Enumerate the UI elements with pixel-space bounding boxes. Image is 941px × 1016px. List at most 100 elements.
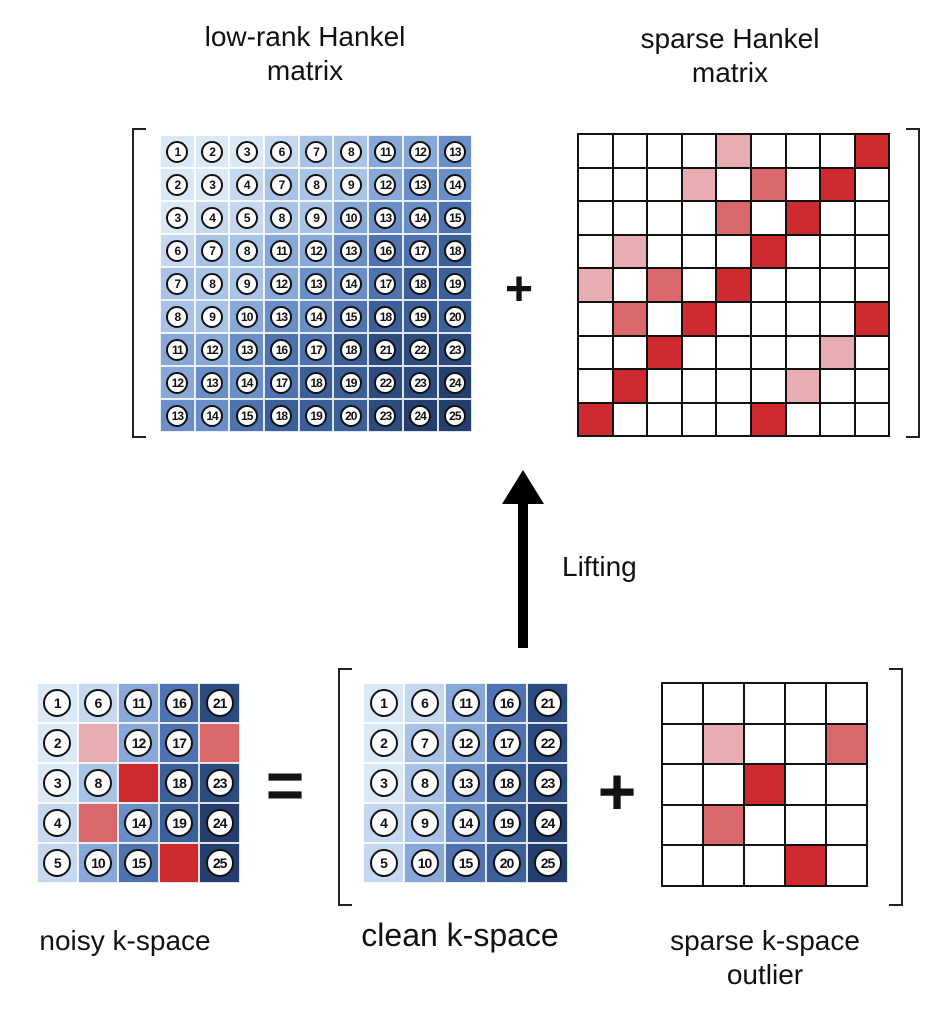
sparse-nonzero-cell xyxy=(578,268,613,302)
matrix-cell: 14 xyxy=(333,267,369,300)
matrix-cell: 21 xyxy=(368,333,403,366)
sparse-zero-cell xyxy=(578,369,613,403)
matrix-cell: 23 xyxy=(437,333,473,366)
matrix-cell: 2 xyxy=(363,723,404,763)
sparse-nonzero-cell xyxy=(716,201,751,235)
sample-index: 3 xyxy=(235,140,258,163)
matrix-cell: 10 xyxy=(333,201,369,234)
matrix-cell: 14 xyxy=(229,366,265,399)
matrix-cell: 23 xyxy=(199,763,240,803)
sparse-zero-cell xyxy=(854,201,890,235)
matrix-cell: 18 xyxy=(158,763,200,803)
matrix-cell: 23 xyxy=(527,763,568,803)
sample-index: 17 xyxy=(305,338,328,361)
matrix-cell: 3 xyxy=(37,763,78,803)
sample-index: 15 xyxy=(443,206,466,229)
sparse-nonzero-cell xyxy=(612,301,648,336)
sparse-nonzero-cell xyxy=(744,764,785,805)
sample-index: 23 xyxy=(409,371,432,394)
matrix-cell: 13 xyxy=(445,763,486,803)
matrix-cell: 24 xyxy=(527,803,568,843)
sparse-zero-cell xyxy=(744,845,785,886)
sparse-zero-cell xyxy=(681,369,717,403)
sparse-zero-cell xyxy=(716,167,751,202)
sample-index: 17 xyxy=(270,371,293,394)
matrix-cell: 12 xyxy=(118,723,159,763)
sparse-zero-cell xyxy=(647,201,682,235)
sample-index: 16 xyxy=(270,338,293,361)
sample-index: 8 xyxy=(235,239,258,262)
matrix-cell: 4 xyxy=(229,168,265,201)
sparse-zero-cell xyxy=(854,167,890,202)
sample-index: 11 xyxy=(374,140,397,163)
matrix-cell: 14 xyxy=(194,399,230,432)
matrix-cell: 5 xyxy=(363,843,404,883)
sparse-zero-cell xyxy=(750,201,786,235)
hankel-left-bracket xyxy=(132,128,146,438)
sparse-zero-cell xyxy=(703,683,744,724)
sparse-zero-cell xyxy=(854,369,890,403)
sample-index: 17 xyxy=(409,239,432,262)
matrix-cell: 3 xyxy=(194,168,230,201)
sparse-zero-cell xyxy=(612,335,648,370)
matrix-cell: 10 xyxy=(404,843,445,883)
sample-index: 2 xyxy=(201,140,224,163)
outlier-cell xyxy=(77,723,119,763)
matrix-cell: 12 xyxy=(264,267,299,300)
sample-index: 1 xyxy=(166,140,189,163)
sample-index: 24 xyxy=(205,809,234,837)
sparse-kspace-outlier-label: sparse k-space outlier xyxy=(670,925,860,990)
sample-index: 23 xyxy=(205,769,234,797)
plus-operator-top: + xyxy=(504,263,534,316)
sample-index: 23 xyxy=(533,769,562,797)
sample-index: 21 xyxy=(205,689,234,717)
matrix-cell: 12 xyxy=(402,135,438,168)
matrix-cell: 15 xyxy=(229,399,265,432)
matrix-cell: 8 xyxy=(404,763,445,803)
sparse-hankel-label: sparse Hankel matrix xyxy=(640,23,820,88)
matrix-cell: 12 xyxy=(194,333,230,366)
sample-index: 4 xyxy=(235,173,258,196)
sparse-nonzero-cell xyxy=(681,301,717,336)
sparse-zero-cell xyxy=(820,402,855,437)
sparse-zero-cell xyxy=(647,234,682,269)
matrix-cell: 18 xyxy=(298,366,334,399)
sparse-zero-cell xyxy=(785,804,826,845)
sample-index: 1 xyxy=(43,689,72,717)
matrix-cell: 14 xyxy=(437,168,473,201)
sample-index: 21 xyxy=(533,689,562,717)
sample-index: 12 xyxy=(374,173,397,196)
matrix-cell: 6 xyxy=(264,135,299,168)
matrix-cell: 13 xyxy=(402,168,438,201)
matrix-cell: 22 xyxy=(368,366,403,399)
matrix-cell: 6 xyxy=(77,683,119,723)
matrix-cell: 12 xyxy=(298,234,334,267)
sample-index: 12 xyxy=(124,729,153,757)
sample-index: 9 xyxy=(235,272,258,295)
matrix-cell: 4 xyxy=(37,803,78,843)
sparse-zero-cell xyxy=(647,402,682,437)
matrix-cell: 9 xyxy=(333,168,369,201)
sparse-zero-cell xyxy=(750,301,786,336)
sparse-zero-cell xyxy=(854,402,890,437)
matrix-cell: 18 xyxy=(333,333,369,366)
sample-index: 13 xyxy=(443,140,466,163)
matrix-cell: 23 xyxy=(368,399,403,432)
sparse-zero-cell xyxy=(826,764,867,805)
sparse-zero-cell xyxy=(785,268,821,302)
matrix-cell: 14 xyxy=(298,300,334,333)
sample-index: 17 xyxy=(165,729,194,757)
matrix-cell: 13 xyxy=(437,135,473,168)
sample-index: 22 xyxy=(409,338,432,361)
sparse-zero-cell xyxy=(750,369,786,403)
low-rank-hankel-label: low-rank Hankel matrix xyxy=(204,21,406,86)
sample-index: 18 xyxy=(374,305,397,328)
sample-index: 8 xyxy=(201,272,224,295)
matrix-cell: 25 xyxy=(527,843,568,883)
sparse-hankel-matrix xyxy=(577,133,891,438)
matrix-cell: 17 xyxy=(368,267,403,300)
sparse-zero-cell xyxy=(785,764,826,805)
sample-index: 11 xyxy=(124,689,153,717)
